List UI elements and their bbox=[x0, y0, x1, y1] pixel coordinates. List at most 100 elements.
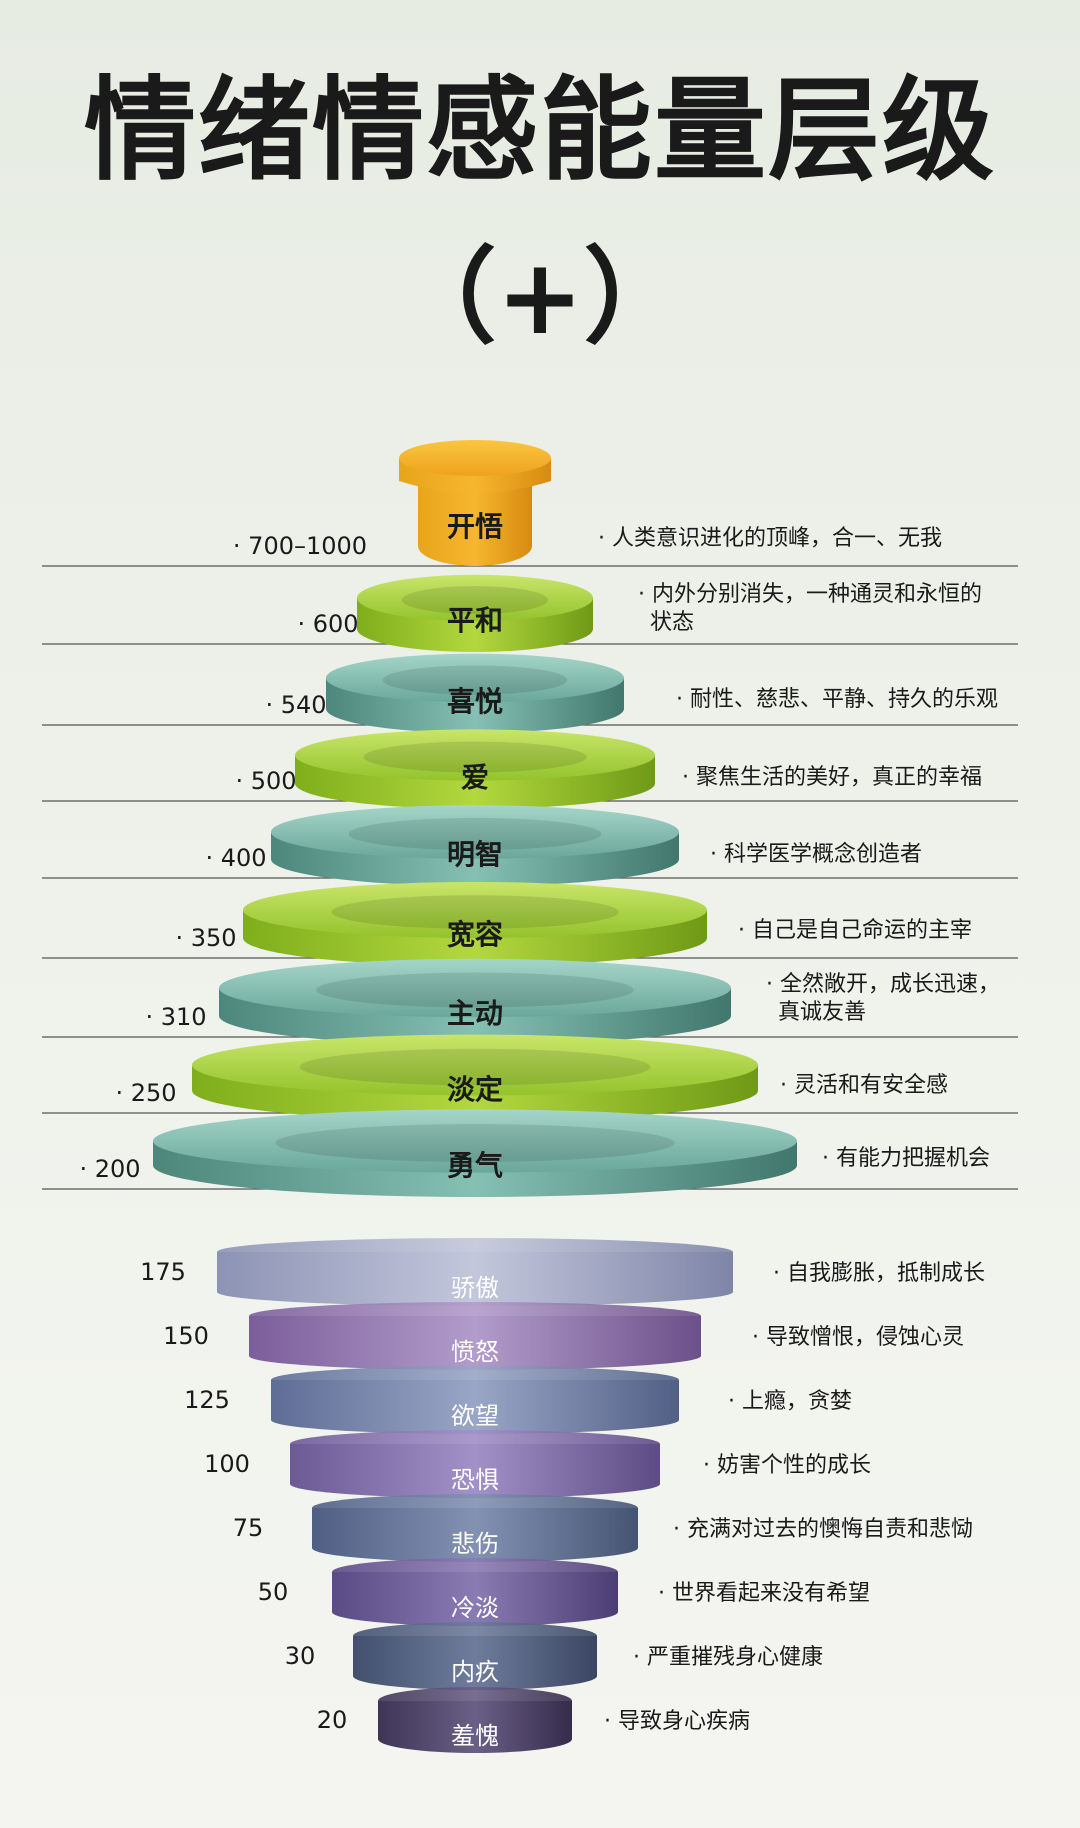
neg-level-value: 175 bbox=[140, 1258, 186, 1286]
level-label: 宽容 bbox=[447, 918, 503, 951]
level-description: · 灵活和有安全感 bbox=[780, 1073, 948, 1098]
level-description: · 自己是自己命运的主宰 bbox=[738, 918, 972, 943]
level-0: 开悟· 700–1000· 人类意识进化的顶峰，合一、无我 bbox=[42, 440, 1018, 567]
neg-disc-side bbox=[249, 1316, 701, 1370]
neg-disc-top bbox=[332, 1558, 618, 1586]
level-disc-hollow bbox=[382, 665, 568, 695]
level-description: · 内外分别消失，一种通灵和永恒的 bbox=[638, 582, 982, 607]
level-disc-top bbox=[219, 958, 731, 1018]
neg-disc-side bbox=[312, 1508, 638, 1562]
neg-level-label: 内疚 bbox=[451, 1658, 499, 1686]
level-2: 喜悦 · 540 · 耐性、慈悲、平静、持久的乐观 bbox=[42, 653, 1018, 733]
level-label: 勇气 bbox=[447, 1149, 503, 1182]
level-value: · 540 bbox=[265, 691, 326, 719]
level-5: 宽容 · 350 · 自己是自己命运的主宰 bbox=[42, 882, 1018, 966]
level-description: 真诚友善 bbox=[778, 1000, 866, 1025]
neg-disc-top bbox=[312, 1494, 638, 1522]
level-disc-hollow bbox=[401, 586, 549, 614]
neg-disc-side bbox=[217, 1252, 733, 1306]
neg-level-0: 骄傲 175 · 自我膨胀，抵制成长 bbox=[140, 1238, 985, 1306]
neg-level-value: 125 bbox=[184, 1386, 230, 1414]
neg-disc-top bbox=[290, 1430, 660, 1458]
level-description: · 耐性、慈悲、平静、持久的乐观 bbox=[676, 687, 998, 712]
neg-disc-top bbox=[217, 1238, 733, 1266]
level-disc-top bbox=[243, 882, 707, 938]
neg-level-5: 冷淡 50 · 世界看起来没有希望 bbox=[258, 1558, 870, 1626]
neg-disc-side bbox=[353, 1636, 597, 1690]
neg-level-description: · 妨害个性的成长 bbox=[703, 1453, 871, 1478]
level-description: · 聚焦生活的美好，真正的幸福 bbox=[682, 765, 982, 790]
level-disc-hollow bbox=[331, 895, 619, 929]
level-label: 平和 bbox=[447, 604, 503, 637]
level-6: 主动· 310· 全然敞开，成长迅速，真诚友善 bbox=[42, 958, 1018, 1045]
level-disc-hollow bbox=[348, 817, 602, 851]
level-value: · 310 bbox=[145, 1003, 206, 1031]
neg-level-label: 冷淡 bbox=[451, 1594, 499, 1622]
level-disc-top bbox=[357, 574, 593, 622]
level-label: 喜悦 bbox=[447, 685, 503, 718]
level-value: · 250 bbox=[115, 1079, 176, 1107]
level-label: 明智 bbox=[447, 838, 503, 871]
level-disc-top bbox=[153, 1109, 797, 1173]
level-value: · 600 bbox=[297, 610, 358, 638]
neg-level-label: 愤怒 bbox=[451, 1338, 499, 1366]
neg-disc-top bbox=[378, 1687, 572, 1715]
level-description: · 科学医学概念创造者 bbox=[710, 842, 922, 867]
neg-level-1: 愤怒 150 · 导致憎恨，侵蚀心灵 bbox=[163, 1302, 964, 1370]
level-description: 状态 bbox=[650, 610, 694, 635]
level-description: · 有能力把握机会 bbox=[822, 1146, 990, 1171]
neg-disc-side bbox=[332, 1572, 618, 1626]
neg-level-description: · 导致身心疾病 bbox=[604, 1709, 750, 1734]
level-value: · 500 bbox=[235, 767, 296, 795]
level-8: 勇气 · 200 · 有能力把握机会 bbox=[42, 1109, 1018, 1198]
neg-level-label: 悲伤 bbox=[451, 1530, 499, 1558]
level-disc-top bbox=[326, 653, 624, 703]
level-label: 爱 bbox=[461, 761, 489, 794]
neg-level-value: 50 bbox=[258, 1578, 289, 1606]
neg-level-value: 30 bbox=[285, 1642, 316, 1670]
neg-level-description: · 充满对过去的懊悔自责和悲恸 bbox=[673, 1517, 973, 1542]
page-title: 情绪情感能量层级 bbox=[84, 66, 996, 196]
level-description: · 全然敞开，成长迅速， bbox=[766, 972, 1000, 997]
neg-level-description: · 世界看起来没有希望 bbox=[658, 1581, 870, 1606]
level-disc-hollow bbox=[316, 972, 634, 1008]
neg-level-6: 内疚 30 · 严重摧残身心健康 bbox=[285, 1622, 823, 1690]
neg-level-label: 羞愧 bbox=[451, 1722, 499, 1750]
neg-level-value: 150 bbox=[163, 1322, 209, 1350]
neg-level-label: 骄傲 bbox=[451, 1274, 499, 1302]
neg-disc-top bbox=[249, 1302, 701, 1330]
level-3: 爱 · 500 · 聚焦生活的美好，真正的幸福 bbox=[42, 729, 1018, 809]
level-value: · 400 bbox=[205, 844, 266, 872]
level-7: 淡定 · 250 · 灵活和有安全感 bbox=[42, 1034, 1018, 1121]
level-value: · 200 bbox=[79, 1155, 140, 1183]
level-disc-top bbox=[271, 805, 679, 859]
neg-level-description: · 上瘾，贪婪 bbox=[728, 1389, 852, 1414]
neg-level-label: 欲望 bbox=[451, 1402, 499, 1430]
page-subtitle: （+） bbox=[392, 236, 688, 358]
neg-level-7: 羞愧 20 · 导致身心疾病 bbox=[317, 1687, 750, 1753]
neg-disc-side bbox=[290, 1444, 660, 1498]
neg-disc-side bbox=[378, 1701, 572, 1753]
neg-level-description: · 自我膨胀，抵制成长 bbox=[773, 1261, 985, 1286]
neg-level-value: 75 bbox=[233, 1514, 264, 1542]
level-disc-top bbox=[399, 440, 551, 476]
neg-level-value: 20 bbox=[317, 1706, 348, 1734]
neg-level-description: · 严重摧残身心健康 bbox=[633, 1645, 823, 1670]
neg-level-description: · 导致憎恨，侵蚀心灵 bbox=[752, 1325, 964, 1350]
level-disc-hollow bbox=[299, 1048, 651, 1086]
neg-level-label: 恐惧 bbox=[451, 1466, 499, 1494]
level-disc-hollow bbox=[275, 1124, 675, 1162]
level-label: 淡定 bbox=[447, 1073, 503, 1106]
level-disc-hollow bbox=[363, 741, 587, 773]
level-value: · 700–1000 bbox=[233, 532, 367, 560]
level-value: · 350 bbox=[175, 924, 236, 952]
neg-disc-side bbox=[271, 1380, 679, 1434]
level-disc-top bbox=[295, 729, 655, 781]
neg-level-4: 悲伤 75 · 充满对过去的懊悔自责和悲恸 bbox=[233, 1494, 973, 1562]
level-description: · 人类意识进化的顶峰，合一、无我 bbox=[598, 526, 942, 551]
